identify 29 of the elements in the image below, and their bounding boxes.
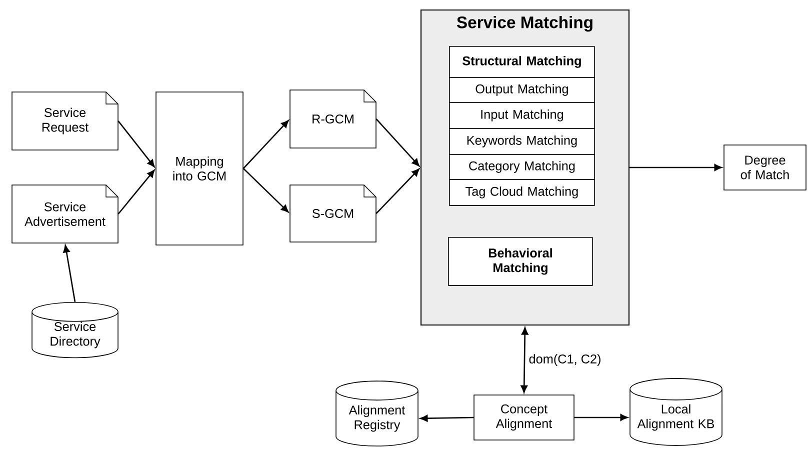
document-box: Service Advertisement bbox=[12, 184, 118, 244]
arrow bbox=[574, 414, 628, 421]
list-box: Output Matching bbox=[449, 77, 595, 103]
arrow bbox=[242, 120, 289, 169]
arrow bbox=[242, 168, 289, 212]
list-box: Input Matching bbox=[449, 102, 595, 129]
arrow bbox=[630, 164, 722, 171]
edge-label: dom(C1, C2) bbox=[527, 352, 603, 368]
process-box: Behavioral Matching bbox=[448, 237, 593, 286]
database-cylinder: Alignment Registry bbox=[336, 380, 418, 446]
arrow bbox=[118, 120, 155, 168]
arrow bbox=[376, 168, 420, 214]
arrow bbox=[118, 170, 155, 214]
document-box: Service Request bbox=[12, 92, 118, 150]
database-cylinder: Service Directory bbox=[32, 302, 118, 358]
output-box: Degree of Match bbox=[724, 144, 806, 190]
document-box: R-GCM bbox=[290, 90, 376, 148]
heading-box: Structural Matching bbox=[449, 46, 595, 78]
arrow bbox=[520, 327, 528, 393]
arrow bbox=[63, 244, 76, 302]
list-box: Category Matching bbox=[449, 154, 595, 180]
list-box: Keywords Matching bbox=[449, 128, 595, 155]
process-box: Mapping into GCM bbox=[156, 92, 244, 246]
process-box: Concept Alignment bbox=[474, 394, 574, 440]
list-box: Tag Cloud Matching bbox=[449, 179, 595, 206]
arrow bbox=[376, 118, 420, 166]
arrow bbox=[420, 414, 474, 422]
document-box: S-GCM bbox=[290, 184, 376, 242]
database-cylinder: Local Alignment KB bbox=[630, 378, 722, 446]
